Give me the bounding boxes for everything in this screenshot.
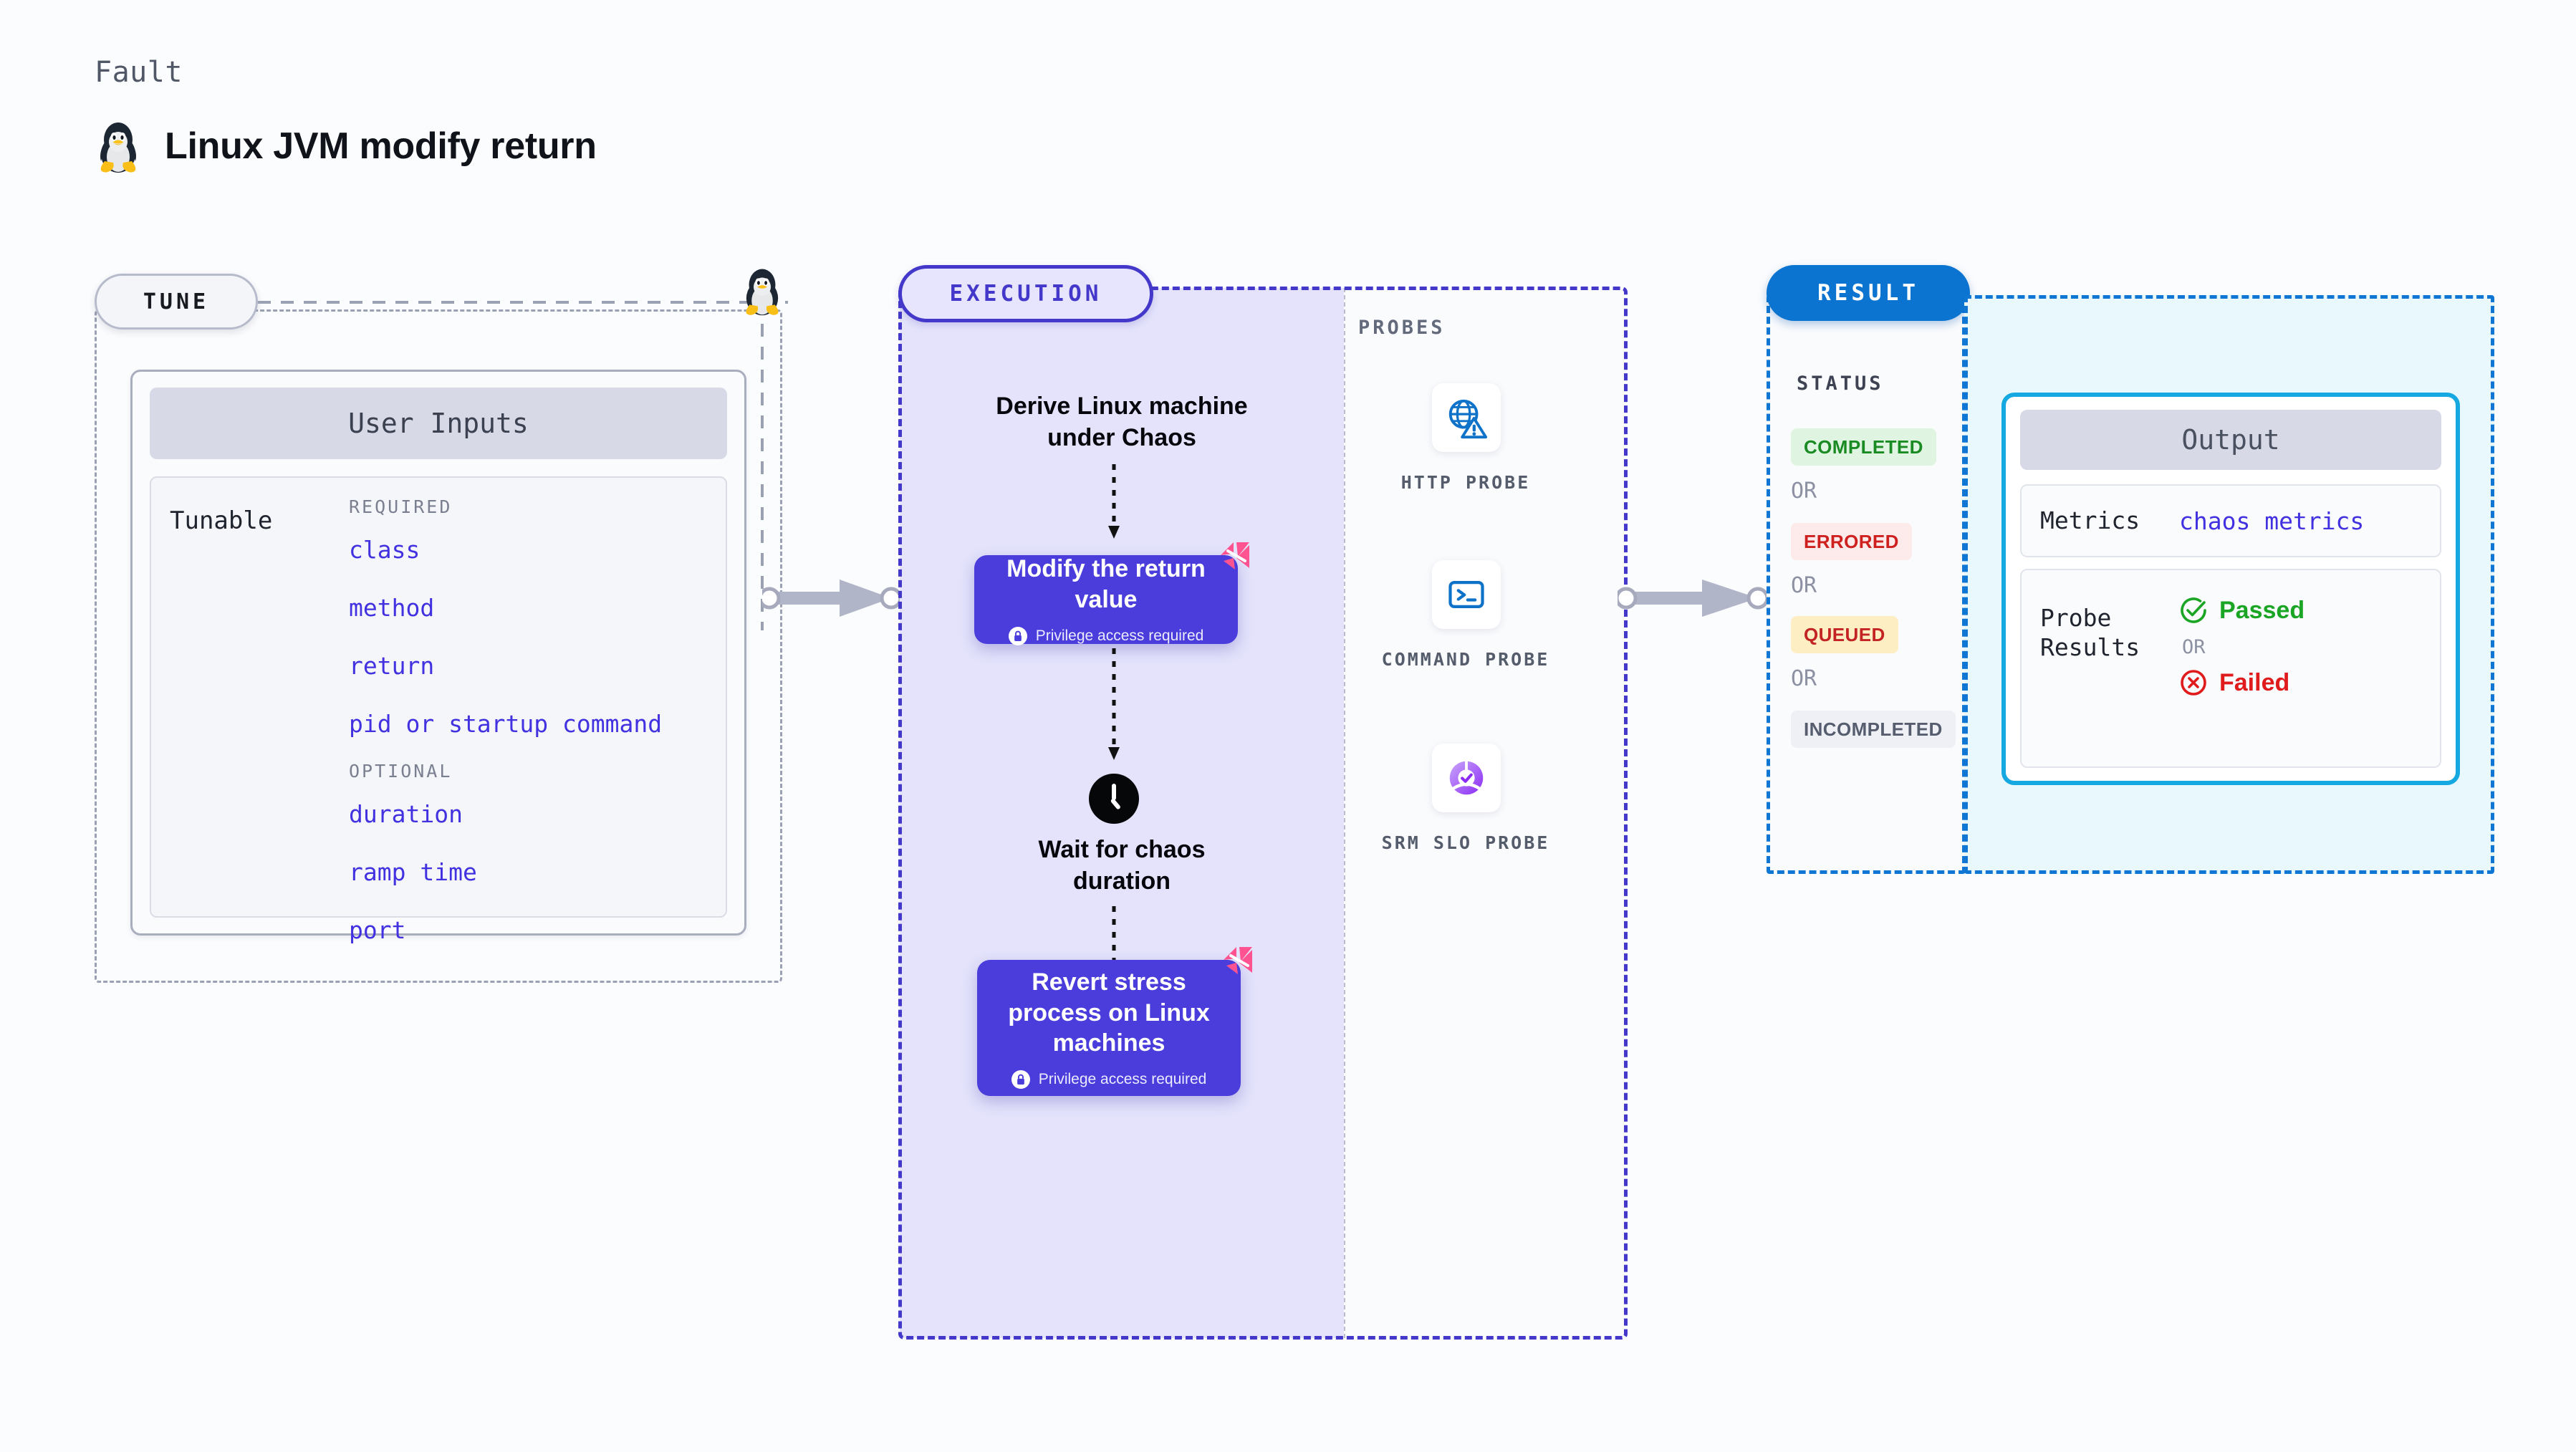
status-badge-incompleted: INCOMPLETED (1791, 711, 1956, 748)
status-badge-queued: QUEUED (1791, 616, 1898, 653)
status-badge-incompleted-label: INCOMPLETED (1804, 718, 1943, 740)
arrow-node1-to-wait (1108, 648, 1120, 760)
linux-penguin-connector-icon (740, 265, 784, 320)
probe-result-or: OR (2182, 636, 2206, 658)
param-port[interactable]: port (349, 916, 406, 944)
harness-logo-icon (1219, 941, 1256, 982)
x-circle-icon (2181, 670, 2206, 696)
wait-for-chaos-duration-text: Wait for chaos duration (1038, 836, 1206, 895)
result-region-border (1767, 295, 1966, 874)
lock-icon (1008, 626, 1027, 645)
probe-results-values: Passed OR Failed (2179, 570, 2305, 766)
metrics-key: Metrics (2040, 506, 2140, 535)
status-badge-queued-label: QUEUED (1804, 623, 1885, 645)
execution-region-border (898, 287, 1628, 1340)
probe-result-passed: Passed (2179, 596, 2305, 625)
status-label: STATUS (1797, 372, 1884, 395)
status-or-2: OR (1791, 573, 1817, 598)
execution-region (898, 287, 1628, 1340)
user-inputs-card-title: User Inputs (150, 388, 727, 459)
probe-caption-http: HTTP PROBE (1400, 472, 1531, 493)
required-group-label: REQUIRED (349, 496, 453, 517)
status-badge-completed-label: COMPLETED (1804, 436, 1923, 458)
probe-result-failed-label: Failed (2219, 668, 2290, 696)
execution-to-result-arrow (1618, 580, 1769, 617)
user-inputs-card: User Inputs Tunable REQUIRED class metho… (130, 370, 746, 944)
page-title-row: Linux JVM modify return (95, 118, 597, 174)
node2-privilege-note: Privilege access required (1011, 1070, 1207, 1090)
tunable-params-list: REQUIRED class method return pid or star… (349, 496, 663, 944)
probe-caption-srm-slo: SRM SLO PROBE (1381, 832, 1550, 853)
status-or-1: OR (1791, 479, 1817, 504)
linux-penguin-icon (95, 118, 142, 174)
status-badge-errored: ERRORED (1791, 523, 1912, 560)
probe-result-passed-label: Passed (2219, 596, 2305, 624)
arrow-step1-to-node1 (1108, 464, 1120, 539)
param-ramp-time[interactable]: ramp time (349, 858, 477, 886)
probe-caption-command: COMMAND PROBE (1381, 649, 1550, 670)
output-card-title: Output (2020, 410, 2441, 470)
fault-kicker: Fault (95, 56, 183, 89)
tune-region (95, 309, 782, 983)
tunable-label: Tunable (170, 506, 273, 535)
tune-region-border (95, 309, 782, 983)
param-pid-or-startup-command[interactable]: pid or startup command (349, 710, 663, 738)
node1-privilege-text: Privilege access required (1035, 627, 1204, 644)
param-class[interactable]: class (349, 536, 420, 564)
param-return[interactable]: return (349, 652, 435, 680)
lock-icon (1011, 1070, 1030, 1090)
execution-node-revert-stress-process[interactable]: Revert stress process on Linux machines … (977, 947, 1252, 1096)
probe-tile-command[interactable] (1432, 560, 1501, 629)
node1-title: Modify the return value (1006, 555, 1206, 613)
probe-tile-srm-slo[interactable] (1432, 744, 1501, 812)
status-badge-completed: COMPLETED (1791, 428, 1936, 466)
probe-result-failed: Failed (2179, 668, 2305, 697)
harness-logo-icon (1216, 537, 1254, 577)
output-row-metrics: Metrics chaos metrics (2020, 484, 2441, 557)
result-region (1767, 295, 1966, 874)
tune-pill[interactable]: TUNE (95, 274, 258, 330)
metrics-value[interactable]: chaos metrics (2179, 506, 2365, 535)
param-duration[interactable]: duration (349, 800, 463, 828)
result-pill[interactable]: RESULT (1767, 265, 1970, 321)
result-pill-label: RESULT (1817, 280, 1919, 306)
page-title: Linux JVM modify return (165, 125, 597, 167)
optional-group-label: OPTIONAL (349, 761, 453, 782)
node2-title: Revert stress process on Linux machines (1008, 968, 1210, 1057)
check-circle-icon (2181, 597, 2206, 623)
derive-linux-machine-text: Derive Linux machine under Chaos (996, 393, 1248, 451)
tune-pill-label: TUNE (143, 289, 210, 314)
user-inputs-card-body: Tunable REQUIRED class method return pid… (150, 476, 727, 944)
slo-donut-check-icon (1449, 759, 1484, 795)
globe-warning-icon (1448, 399, 1488, 439)
tune-to-execution-arrow (762, 580, 903, 617)
status-badge-errored-label: ERRORED (1804, 530, 1899, 552)
probe-tile-http[interactable] (1432, 383, 1501, 452)
execution-pill-label: EXECUTION (949, 281, 1102, 307)
tune-dashed-connector (258, 301, 788, 304)
probes-section-label: PROBES (1358, 317, 1446, 339)
probes-panel-fill (1344, 288, 1626, 1338)
execution-node-modify-return-value[interactable]: Modify the return value Privilege access… (974, 542, 1249, 645)
node2-privilege-text: Privilege access required (1038, 1071, 1207, 1088)
tune-dashed-vertical (761, 301, 764, 630)
node1-privilege-note: Privilege access required (1008, 626, 1204, 645)
clock-icon (1087, 772, 1140, 829)
param-method[interactable]: method (349, 594, 435, 622)
terminal-icon (1448, 581, 1484, 608)
status-or-3: OR (1791, 666, 1817, 691)
execution-pill[interactable]: EXECUTION (898, 265, 1153, 322)
